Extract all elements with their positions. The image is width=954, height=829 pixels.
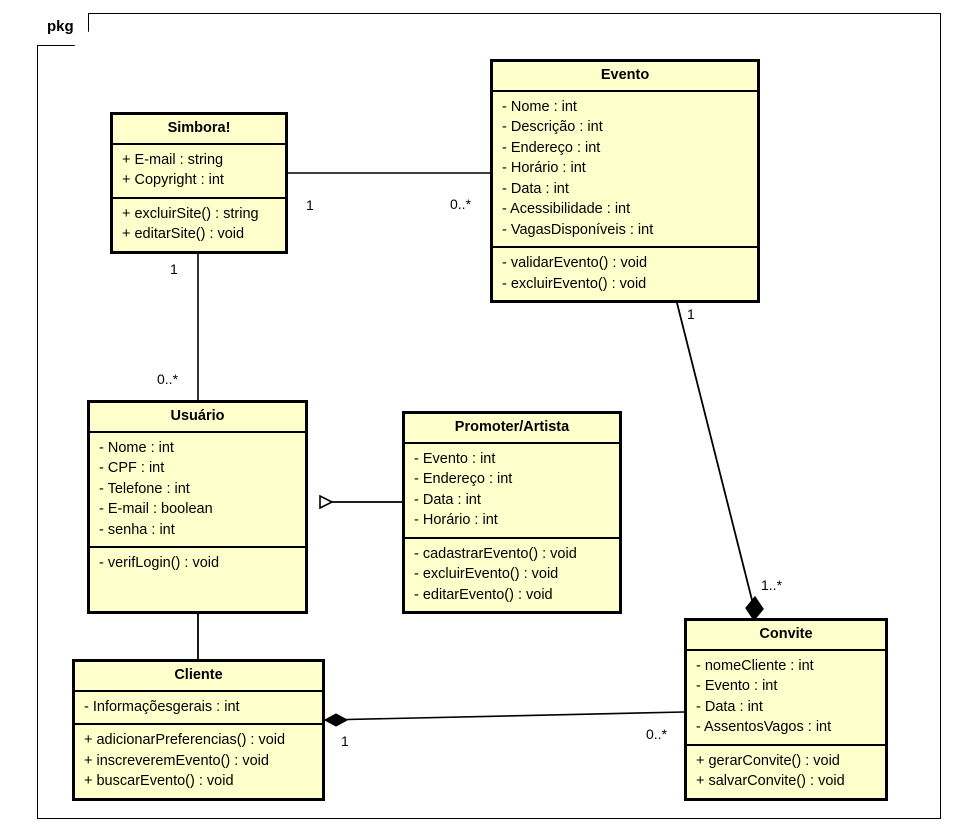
class-name-usuario: Usuário	[90, 403, 305, 433]
class-name-promoter-artista: Promoter/Artista	[405, 414, 619, 444]
attribute-row: - E-mail : boolean	[99, 501, 213, 518]
attributes-convite: - nomeCliente : int - Evento : int - Dat…	[687, 651, 885, 746]
attribute-row: - Data : int	[414, 491, 481, 508]
package-label: pkg	[47, 18, 74, 35]
attribute-row: - senha : int	[99, 521, 175, 538]
attribute-row: - Data : int	[696, 698, 763, 715]
attribute-row: - Descrição : int	[502, 119, 603, 136]
multiplicity-cliente-convite-source: 1	[341, 733, 349, 749]
attribute-row: - AssentosVagos : int	[696, 719, 832, 736]
multiplicity-simbora-evento-source: 1	[306, 197, 314, 213]
attribute-row: + Copyright : int	[122, 172, 224, 189]
attribute-row: - CPF : int	[99, 460, 165, 477]
operation-row: + adicionarPreferencias() : void	[84, 732, 286, 749]
multiplicity-simbora-evento-target: 0..*	[450, 196, 472, 212]
attributes-promoter-artista: - Evento : int - Endereço : int - Data :…	[405, 444, 619, 539]
attribute-row: - Nome : int	[502, 98, 577, 115]
operations-convite: + gerarConvite() : void + salvarConvite(…	[687, 746, 885, 798]
operations-promoter-artista: - cadastrarEvento() : void - excluirEven…	[405, 539, 619, 612]
attribute-row: - Evento : int	[696, 678, 778, 695]
operation-row: - excluirEvento() : void	[414, 566, 559, 583]
class-name-simbora: Simbora!	[113, 115, 285, 145]
class-box-usuario[interactable]: Usuário - Nome : int - CPF : int - Telef…	[87, 400, 308, 615]
attributes-evento: - Nome : int - Descrição : int - Endereç…	[493, 92, 757, 249]
attribute-row: - Data : int	[502, 180, 569, 197]
attribute-row: + E-mail : string	[122, 151, 224, 168]
operations-simbora: + excluirSite() : string + editarSite() …	[113, 199, 285, 251]
operation-row: - verifLogin() : void	[99, 555, 220, 572]
operation-row: - cadastrarEvento() : void	[414, 545, 577, 562]
operation-row: + gerarConvite() : void	[696, 752, 840, 769]
attributes-simbora: + E-mail : string + Copyright : int	[113, 145, 285, 199]
attribute-row: - Telefone : int	[99, 480, 190, 497]
class-box-simbora[interactable]: Simbora! + E-mail : string + Copyright :…	[110, 112, 288, 254]
operations-usuario: - verifLogin() : void	[90, 548, 305, 611]
attribute-row: - Horário : int	[502, 160, 586, 177]
operations-evento: - validarEvento() : void - excluirEvento…	[493, 248, 757, 300]
attribute-row: - Horário : int	[414, 512, 498, 529]
class-box-convite[interactable]: Convite - nomeCliente : int - Evento : i…	[684, 618, 888, 801]
multiplicity-cliente-convite-target: 0..*	[646, 726, 668, 742]
operation-row: - editarEvento() : void	[414, 586, 553, 603]
attribute-row: - Endereço : int	[502, 139, 601, 156]
class-box-promoter-artista[interactable]: Promoter/Artista - Evento : int - Endere…	[402, 411, 622, 615]
multiplicity-evento-convite-target: 1..*	[761, 577, 783, 593]
operation-row: - excluirEvento() : void	[502, 275, 647, 292]
attribute-row: - VagasDisponíveis : int	[502, 221, 654, 238]
operation-row: - validarEvento() : void	[502, 255, 648, 272]
package-tab-top-cover	[37, 13, 88, 14]
attribute-row: - Evento : int	[414, 450, 496, 467]
operations-cliente: + adicionarPreferencias() : void + inscr…	[75, 725, 322, 798]
class-box-evento[interactable]: Evento - Nome : int - Descrição : int - …	[490, 59, 760, 304]
operation-row: + inscreveremEvento() : void	[84, 752, 269, 769]
operation-row: + editarSite() : void	[122, 226, 245, 243]
attribute-row: - Informaçõesgerais : int	[84, 698, 240, 715]
attribute-row: - nomeCliente : int	[696, 657, 814, 674]
class-box-cliente[interactable]: Cliente - Informaçõesgerais : int + adic…	[72, 659, 325, 801]
class-name-cliente: Cliente	[75, 662, 322, 692]
operation-row: + excluirSite() : string	[122, 205, 259, 222]
multiplicity-simbora-usuario-target: 0..*	[157, 371, 179, 387]
class-name-convite: Convite	[687, 621, 885, 651]
attributes-usuario: - Nome : int - CPF : int - Telefone : in…	[90, 433, 305, 549]
operation-row: + salvarConvite() : void	[696, 773, 845, 790]
attribute-row: - Endereço : int	[414, 471, 513, 488]
multiplicity-evento-convite-source: 1	[687, 306, 695, 322]
attribute-row: - Acessibilidade : int	[502, 201, 631, 218]
class-name-evento: Evento	[493, 62, 757, 92]
attribute-row: - Nome : int	[99, 439, 174, 456]
package-frame	[37, 13, 941, 819]
multiplicity-simbora-usuario-source: 1	[170, 261, 178, 277]
operation-row: + buscarEvento() : void	[84, 773, 234, 790]
attributes-cliente: - Informaçõesgerais : int	[75, 692, 322, 726]
